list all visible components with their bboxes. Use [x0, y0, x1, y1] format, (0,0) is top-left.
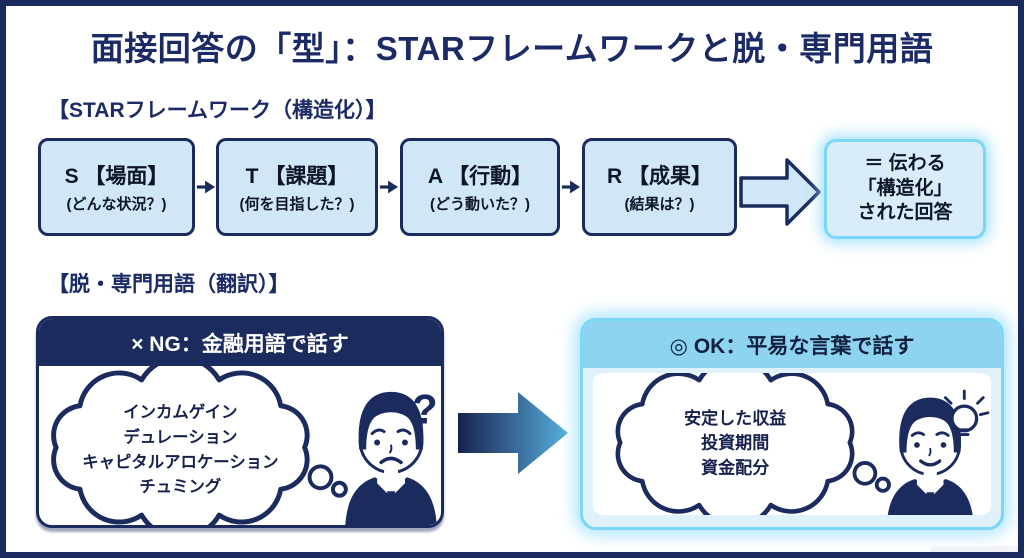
step-label: R 【成果】 [607, 165, 712, 188]
result-line: ＝ 伝わる [864, 152, 946, 174]
cloud-line: 投資期間 [701, 433, 769, 453]
cloud-line: デュレーション [123, 428, 237, 447]
cloud-line: キャピタルアロケーション [82, 453, 278, 471]
page-title: 面接回答の「型」：STARフレームワークと脱・専門用語 [90, 30, 934, 67]
flow-arrow-icon [196, 180, 216, 194]
thought-cloud [615, 373, 855, 515]
gradient-arrow-icon [458, 392, 568, 474]
result-line: 「構造化」 [857, 177, 953, 199]
step-label: S 【場面】 [64, 165, 169, 188]
result-line: された回答 [857, 202, 953, 224]
cloud-line: インカムゲイン [123, 403, 237, 422]
step-question: (どう動いた？) [430, 196, 530, 213]
lightbulb-icon [939, 389, 990, 436]
step-label: A 【行動】 [427, 165, 533, 188]
thought-bubble-icon [307, 464, 348, 498]
happy-person-icon [887, 397, 973, 515]
ng-box: × NG：金融用語で話す インカムゲイン デュレーション キャピタルアロケーショ… [36, 316, 444, 528]
ok-header: ◎ OK：平易な言葉で話す [583, 321, 1001, 368]
step-question: (どんな状況？) [66, 196, 167, 213]
star-step-task: T 【課題】 (何を目指した？) [216, 138, 378, 236]
flow-arrow-icon [561, 180, 581, 194]
ok-panel: 安定した収益 投資期間 資金配分 [593, 373, 991, 515]
step-question: (結果は？) [624, 196, 695, 213]
ok-box: ◎ OK：平易な言葉で話す 安定した収益 投資期間 資金配分 [580, 318, 1004, 530]
step-question: (何を目指した？) [239, 196, 355, 213]
thought-cloud: インカムゲイン デュレーション キャピタルアロケーション チュミング [51, 355, 310, 525]
flow-arrow-icon [379, 180, 399, 194]
cloud-line: 安定した収益 [684, 408, 786, 428]
thought-bubble-icon [852, 461, 891, 493]
star-step-situation: S 【場面】 (どんな状況？) [38, 138, 195, 236]
star-section-heading: 【STARフレームワーク（構造化）】 [48, 99, 387, 122]
star-step-action: A 【行動】 (どう動いた？) [400, 138, 560, 236]
ng-illustration: インカムゲイン デュレーション キャピタルアロケーション チュミング [51, 355, 438, 525]
star-step-result: R 【成果】 (結果は？) [582, 138, 737, 236]
jargon-section-heading: 【脱・専門用語（翻訳）】 [48, 273, 290, 296]
result-box: ＝ 伝わる 「構造化」 された回答 [824, 139, 986, 239]
big-arrow-icon [739, 158, 821, 226]
ng-header: × NG：金融用語で話す [39, 319, 441, 366]
step-label: T 【課題】 [245, 165, 349, 188]
ok-illustration: 安定した収益 投資期間 資金配分 [615, 373, 990, 515]
cloud-line: 資金配分 [701, 457, 769, 477]
question-mark-icon: ? [412, 386, 437, 433]
watermark [930, 546, 1018, 552]
confused-person-icon [345, 391, 437, 525]
cloud-line: チュミング [139, 477, 222, 496]
